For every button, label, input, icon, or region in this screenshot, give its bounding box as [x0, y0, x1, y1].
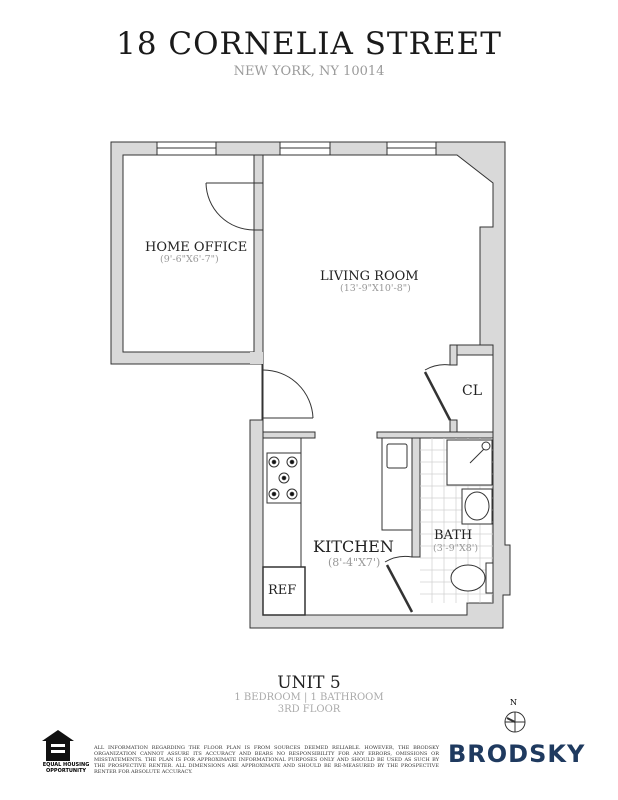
- wall: [253, 154, 264, 184]
- room-label-bath: BATH: [434, 528, 473, 543]
- room-dims-kitchen: (8'-4"X7'): [328, 556, 381, 569]
- home-office-floor: [122, 154, 255, 353]
- room-dims-living-room: (13'-9"X10'-8"): [340, 283, 411, 294]
- room-label-home-office: HOME OFFICE: [145, 240, 248, 255]
- equal-housing-logo: [42, 730, 74, 761]
- wall: [449, 344, 458, 366]
- bath-sink: [464, 491, 490, 521]
- windows: [156, 141, 437, 156]
- disclaimer: ALL INFORMATION REGARDING THE FLOOR PLAN…: [94, 745, 439, 775]
- equal-housing-text: EQUAL HOUSING OPPORTUNITY: [42, 762, 90, 774]
- wall: [376, 431, 494, 439]
- room-label-kitchen: KITCHEN: [313, 537, 394, 556]
- building-address: NEW YORK, NY 10014: [233, 64, 385, 79]
- refrigerator: [262, 566, 306, 616]
- bath-fixtures: [446, 439, 494, 594]
- toilet: [450, 564, 486, 592]
- kitchen-fixtures: [262, 437, 413, 616]
- wall: [250, 352, 263, 364]
- unit-floor: 3RD FLOOR: [277, 704, 341, 715]
- wall: [449, 419, 458, 433]
- room-dims-bath: (3'-9"X8'): [433, 543, 479, 554]
- doors: [205, 182, 452, 613]
- room-dims-home-office: (9'-6"X6'-7"): [160, 254, 219, 265]
- kitchen-sink: [386, 443, 408, 469]
- wall: [253, 229, 264, 365]
- compass: [504, 711, 526, 733]
- unit-bedrooms: 1 BEDROOM | 1 BATHROOM: [234, 692, 384, 703]
- room-label-refrigerator: REF: [268, 583, 297, 598]
- room-label-living-room: LIVING ROOM: [320, 269, 419, 284]
- building-title: 18 CORNELIA STREET: [116, 26, 502, 62]
- wall: [411, 437, 421, 558]
- room-label-closet: CL: [462, 383, 483, 399]
- brand-logo: BRODSKY: [448, 740, 586, 768]
- unit-title: UNIT 5: [277, 673, 341, 693]
- wall: [262, 431, 316, 439]
- compass-north-label: N: [510, 698, 517, 707]
